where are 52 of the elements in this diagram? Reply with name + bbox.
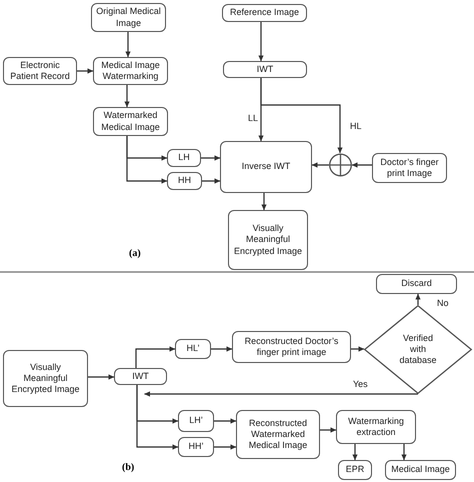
process-box: Electronic Patient Record [3, 57, 77, 85]
process-box: Watermarked Medical Image [93, 107, 168, 136]
process-box: Visually Meaningful Encrypted Image [228, 210, 308, 270]
arrow [125, 32, 131, 58]
process-box: HH’ [178, 437, 214, 457]
edge-label: HL [349, 121, 363, 131]
process-box: IWT [223, 61, 307, 78]
arrow [261, 193, 267, 210]
process-box: Reconstructed Doctor’s finger print image [232, 331, 351, 363]
process-box: EPR [338, 460, 372, 480]
process-box: Visually Meaningful Encrypted Image [3, 350, 88, 407]
arrow [401, 444, 407, 460]
arrow [351, 346, 364, 352]
process-box: Original Medical Image [91, 3, 166, 32]
arrow [201, 155, 220, 161]
process-box: HH [167, 172, 202, 190]
arrow [352, 162, 372, 168]
arrow [211, 346, 232, 352]
arrow [124, 85, 130, 108]
arrow [260, 78, 343, 154]
edge-label: No [436, 298, 450, 308]
xor-circle [329, 153, 352, 177]
arrow [202, 178, 220, 184]
arrow [77, 68, 94, 74]
process-box: Medical Image Watermarking [93, 57, 168, 85]
arrow [126, 136, 168, 184]
arrow [136, 385, 178, 450]
arrow [88, 374, 114, 380]
arrow [214, 418, 236, 424]
edge-label: Yes [352, 379, 369, 389]
arrow [312, 162, 329, 168]
process-box: IWT [114, 368, 167, 385]
arrow [352, 444, 358, 460]
panel-label: (b) [122, 462, 134, 473]
process-box: HL’ [175, 339, 211, 359]
arrow [144, 391, 418, 397]
edge-label: LL [247, 113, 260, 123]
process-box: Discard [376, 274, 457, 294]
arrow [135, 346, 176, 368]
arrow [214, 444, 236, 450]
process-box: Inverse IWT [220, 141, 312, 193]
process-box: Watermarking extraction [336, 410, 416, 444]
process-box: Reference Image [222, 4, 307, 22]
process-box: LH’ [178, 410, 214, 432]
arrow [415, 294, 421, 305]
process-box: Doctor’s finger print Image [372, 153, 447, 183]
arrow [258, 22, 264, 62]
process-box: Medical Image [385, 460, 456, 480]
arrow [320, 427, 336, 433]
process-box: LH [167, 149, 201, 167]
process-box: Reconstructed Watermarked Medical Image [236, 410, 320, 459]
panel-label: (a) [129, 248, 141, 259]
